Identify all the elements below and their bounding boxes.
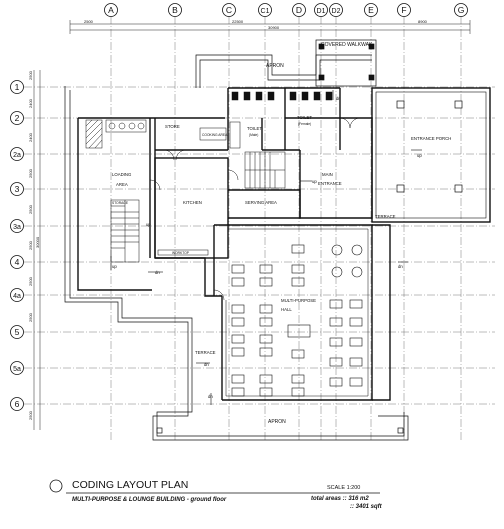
kitchen-label: KITCHEN — [183, 200, 202, 205]
top-dimension-lines — [69, 20, 471, 34]
entrance-porch-label: ENTRANCE PORCH — [411, 136, 451, 141]
row-label-6: 6 — [15, 399, 20, 409]
serving-area-label: SERVING AREA — [245, 200, 277, 205]
dim-left-seg-6: 2500 — [28, 240, 33, 250]
marker-up-porch: up — [417, 153, 422, 158]
marker-up-loading: up — [112, 264, 117, 269]
row-label-4a: 4a — [13, 293, 21, 300]
cooking-area-label: COOKING AREA — [202, 133, 228, 137]
column-grid-lines — [110, 16, 462, 440]
column-labels: A B C C1 D D1 D2 E F G — [108, 5, 464, 15]
marker-up-entrance: up — [312, 179, 317, 184]
apron-outline — [64, 54, 409, 441]
hatched-store — [85, 119, 103, 149]
row-label-2: 2 — [15, 113, 20, 123]
dim-top-right: 8900 — [418, 19, 428, 24]
col-label-f: F — [401, 5, 406, 15]
col-label-d: D — [296, 5, 302, 15]
dim-top-left: 2500 — [84, 19, 94, 24]
covered-walkway-label: COVERED WALKWAY — [321, 42, 373, 48]
row-label-1: 1 — [15, 82, 20, 92]
col-label-d1: D1 — [317, 8, 326, 15]
drawing-scale: SCALE 1:200 — [327, 485, 360, 491]
toilet-male-label-2: (Male) — [249, 133, 258, 137]
dim-left-seg-4: 2500 — [28, 168, 33, 178]
drawing-title: CODING LAYOUT PLAN — [72, 479, 188, 491]
dim-left-seg-9: 2500 — [28, 410, 33, 420]
main-entrance-label-2: ENTRANCE — [318, 181, 342, 186]
row-grid-lines — [24, 86, 495, 405]
row-bubbles — [10, 80, 24, 411]
storage-label: STORAGE — [112, 201, 129, 205]
col-label-d2: D2 — [332, 8, 341, 15]
hall-window-lines — [225, 228, 369, 397]
col-label-g: G — [458, 5, 465, 15]
total-area-m2: total areas :: 316 m2 — [311, 496, 369, 502]
marker-dn-terrace: dn — [204, 362, 209, 367]
covered-walkway — [315, 39, 377, 87]
dim-left-seg-3: 2400 — [28, 132, 33, 142]
loading-area-label-line1: LOADING — [112, 172, 132, 177]
worktop-label: WORKTOP — [172, 251, 190, 255]
toilet-female-label-2: (Female) — [298, 122, 311, 126]
toilet-male-label-1: TOILET — [247, 126, 262, 131]
porch-columns — [396, 100, 463, 193]
row-label-3: 3 — [15, 184, 20, 194]
toilet-female-label-1: TOILET — [297, 115, 312, 120]
loading-area-label-line2: AREA — [116, 182, 128, 187]
row-label-4: 4 — [15, 257, 20, 267]
dim-top-center: 22500 — [232, 19, 244, 24]
apron-bottom-label: APRON — [268, 419, 286, 425]
left-dimension-lines — [33, 70, 41, 430]
stair-central — [244, 151, 286, 189]
building-walls — [77, 87, 491, 401]
column-bubbles — [104, 3, 468, 17]
marker-dn-walkway: dn — [336, 96, 341, 101]
toilet-fixtures — [231, 91, 333, 101]
total-area-sqft: :: 3401 sqft — [350, 504, 383, 510]
marker-up-stair: up — [146, 222, 151, 227]
apron-top-label: APRON — [266, 63, 284, 69]
hall-tables — [231, 244, 363, 397]
dim-left-seg-1: 2500 — [28, 70, 33, 80]
door-swings — [149, 117, 361, 301]
terrace-left-label: TERRACE — [195, 350, 216, 355]
dim-left-seg-8: 2500 — [28, 312, 33, 322]
drawing-subtitle: MULTI-PURPOSE & LOUNGE BUILDING - ground… — [72, 497, 227, 503]
row-label-3a: 3a — [13, 224, 21, 231]
kitchen-equipment — [105, 119, 241, 256]
col-label-e: E — [368, 5, 374, 15]
dim-left-seg-2: 2400 — [28, 98, 33, 108]
dim-left-overall: 30000 — [35, 236, 40, 248]
row-label-5: 5 — [15, 327, 20, 337]
title-block — [49, 479, 380, 494]
marker-dn-right: dn — [398, 264, 403, 269]
row-label-5a: 5a — [13, 366, 21, 373]
multipurpose-hall-label-2: HALL — [281, 307, 292, 312]
col-label-c1: C1 — [261, 8, 270, 15]
terrace-right-label: TERRACE — [375, 214, 396, 219]
dim-left-seg-7: 2500 — [28, 276, 33, 286]
marker-dn-apron: dn — [208, 394, 213, 399]
marker-dn-loading: dn — [155, 270, 160, 275]
col-label-c: C — [226, 5, 232, 15]
level-arrows — [110, 90, 422, 405]
col-label-a: A — [108, 5, 114, 15]
main-entrance-label-1: MAIN — [322, 172, 333, 177]
row-labels: 1 2 2a 3 3a 4 4a 5 5a 6 — [13, 82, 21, 409]
store-label: STORE — [165, 124, 180, 129]
multipurpose-hall-label-1: MULTI-PURPOSE — [281, 298, 316, 303]
dim-left-seg-5: 2500 — [28, 204, 33, 214]
row-label-2a: 2a — [13, 152, 21, 159]
stair-loading — [110, 199, 140, 263]
dim-top-mid: 30900 — [268, 25, 280, 30]
col-label-b: B — [172, 5, 178, 15]
